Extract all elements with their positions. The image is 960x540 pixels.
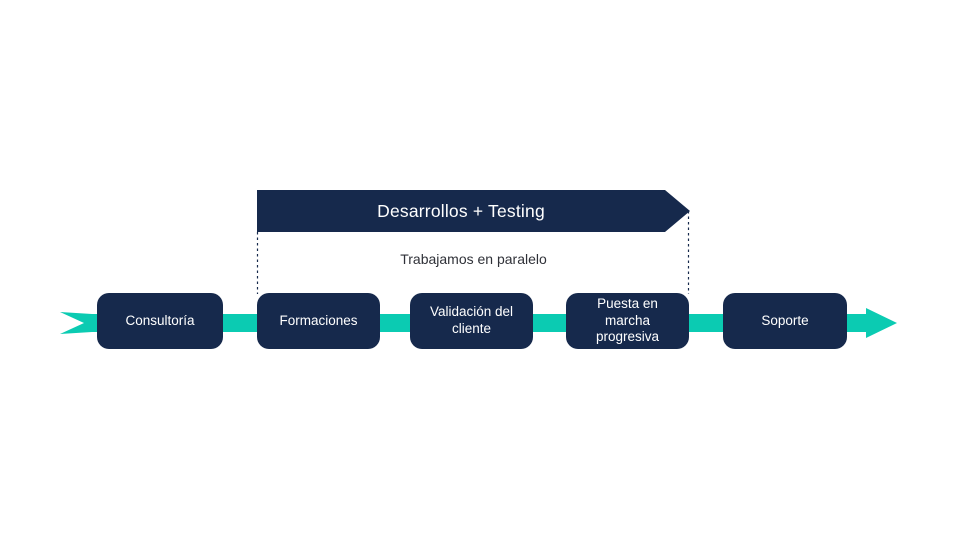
stage-label: Soporte xyxy=(761,312,809,328)
stage-label: Consultoría xyxy=(125,312,195,328)
parallel-note: Trabajamos en paralelo xyxy=(400,251,547,267)
banner-desarrollos-testing: Desarrollos + Testing xyxy=(257,190,690,232)
banner-label: Desarrollos + Testing xyxy=(377,200,545,221)
stage-label: Formaciones xyxy=(279,312,358,328)
stage-box-soporte: Soporte xyxy=(723,293,847,349)
stage-box-consultoria: Consultoría xyxy=(97,293,223,349)
stage-box-formaciones: Formaciones xyxy=(257,293,380,349)
stage-box-puesta-en-marcha: Puesta en marcha progresiva xyxy=(566,293,689,349)
stage-label: Validación del cliente xyxy=(429,304,514,336)
stage-label: Puesta en marcha progresiva xyxy=(595,295,660,345)
stage-box-validacion-cliente: Validación del cliente xyxy=(410,293,533,349)
